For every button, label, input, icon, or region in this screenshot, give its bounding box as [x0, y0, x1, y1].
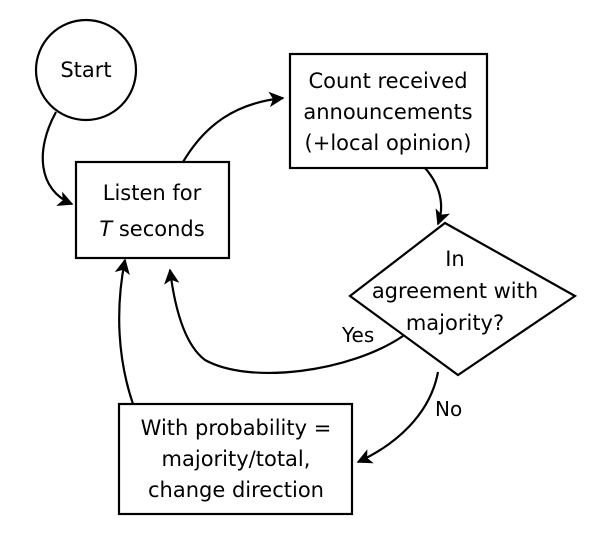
no-edge-label: No — [435, 397, 462, 421]
decision-label-line1: In — [445, 247, 465, 271]
listen-node: Listen for T seconds — [74, 160, 231, 260]
change-node: With probability = majority/total, chang… — [117, 402, 354, 516]
edge-count-to-decision — [424, 167, 451, 226]
edge-decision-yes-to-listen — [164, 268, 404, 374]
decision-label-line2: agreement with — [372, 279, 538, 303]
count-label-line1: Count received — [308, 69, 467, 93]
edge-listen-to-count — [182, 91, 285, 163]
listen-label-line2: T seconds — [99, 217, 204, 241]
yes-edge-label: Yes — [341, 323, 374, 347]
decision-label-line3: majority? — [406, 311, 504, 335]
listen-label-line1: Listen for — [103, 181, 202, 205]
change-label-line1: With probability = — [141, 416, 332, 440]
count-label-line2: announcements — [303, 100, 472, 124]
listen-t-variable: T — [99, 217, 114, 241]
count-node: Count received announcements (+local opi… — [288, 52, 489, 170]
edge-start-to-listen — [41, 111, 74, 206]
edge-decision-no-to-change — [356, 371, 440, 464]
start-label: Start — [60, 58, 111, 82]
edge-change-to-listen — [114, 258, 135, 405]
decision-node: In agreement with majority? — [348, 221, 578, 377]
count-label-line3: (+local opinion) — [305, 131, 472, 155]
change-label-line3: change direction — [148, 478, 324, 502]
listen-seconds: seconds — [112, 217, 205, 241]
start-node: Start — [34, 18, 138, 122]
change-label-line2: majority/total, — [162, 447, 311, 471]
